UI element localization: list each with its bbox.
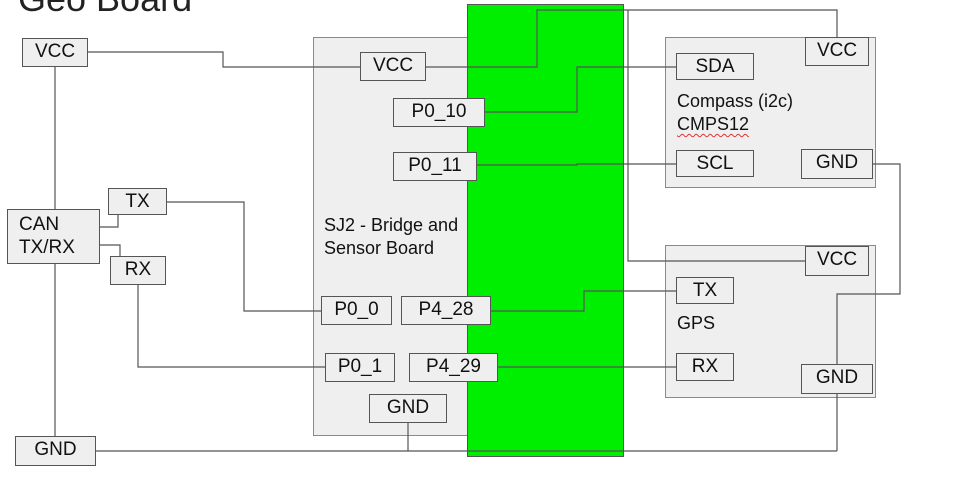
wire-compass-gnd	[853, 163, 901, 295]
wire-gps-tx	[491, 290, 676, 312]
sj2-p0-1-pin: P0_1	[325, 353, 395, 382]
wire-rx-p0-1	[137, 285, 325, 368]
wire-sda	[485, 66, 676, 113]
wire-gps-gnd	[836, 293, 853, 451]
sj2-p4-28-pin: P4_28	[401, 296, 491, 325]
sj2-p4-29-pin: P4_29	[409, 353, 498, 382]
can-transceiver: CAN TX/RX	[7, 209, 100, 264]
sj2-p0-10-pin: P0_10	[393, 98, 485, 127]
left-vcc-pin: VCC	[22, 38, 88, 67]
compass-label-line2: CMPS12	[677, 114, 750, 134]
left-gnd-pin: GND	[15, 436, 96, 466]
gps-label: GPS	[677, 313, 716, 333]
sj2-label: SJ2 - Bridge and Sensor Board	[324, 214, 458, 260]
gps-tx-pin: TX	[676, 277, 734, 304]
wire-top-vcc	[426, 9, 838, 68]
can-label-line1: CAN	[19, 214, 60, 235]
wire-can-rx	[100, 244, 121, 256]
can-label-line2: TX/RX	[19, 237, 75, 258]
diagram-title: Geo Board	[18, 0, 192, 20]
compass-vcc-pin: VCC	[805, 37, 869, 66]
gps-rx-pin: RX	[676, 353, 734, 381]
gps-gnd-pin: GND	[801, 364, 873, 394]
gps-vcc-pin: VCC	[805, 246, 869, 276]
compass-scl-pin: SCL	[676, 150, 754, 177]
sj2-p0-11-pin: P0_11	[393, 152, 477, 181]
sj2-label-line2: Sensor Board	[324, 238, 435, 258]
left-tx-pin: TX	[108, 188, 167, 215]
sj2-p0-0-pin: P0_0	[321, 296, 392, 325]
sj2-label-line1: SJ2 - Bridge and	[324, 215, 459, 235]
sj2-gnd-pin: GND	[369, 394, 447, 423]
wire-scl	[477, 163, 676, 166]
wire-vcc	[88, 51, 360, 68]
compass-label: Compass (i2c) CMPS12	[677, 90, 793, 136]
compass-gnd-pin: GND	[801, 149, 873, 179]
wire-can-tx	[100, 214, 119, 228]
compass-label-line1: Compass (i2c)	[677, 91, 794, 111]
sj2-vcc-pin: VCC	[360, 52, 426, 81]
left-rx-pin: RX	[110, 256, 166, 285]
compass-sda-pin: SDA	[676, 53, 754, 80]
wire-top-vcc-gps	[627, 10, 805, 262]
wire-tx-p0-0	[167, 201, 321, 312]
